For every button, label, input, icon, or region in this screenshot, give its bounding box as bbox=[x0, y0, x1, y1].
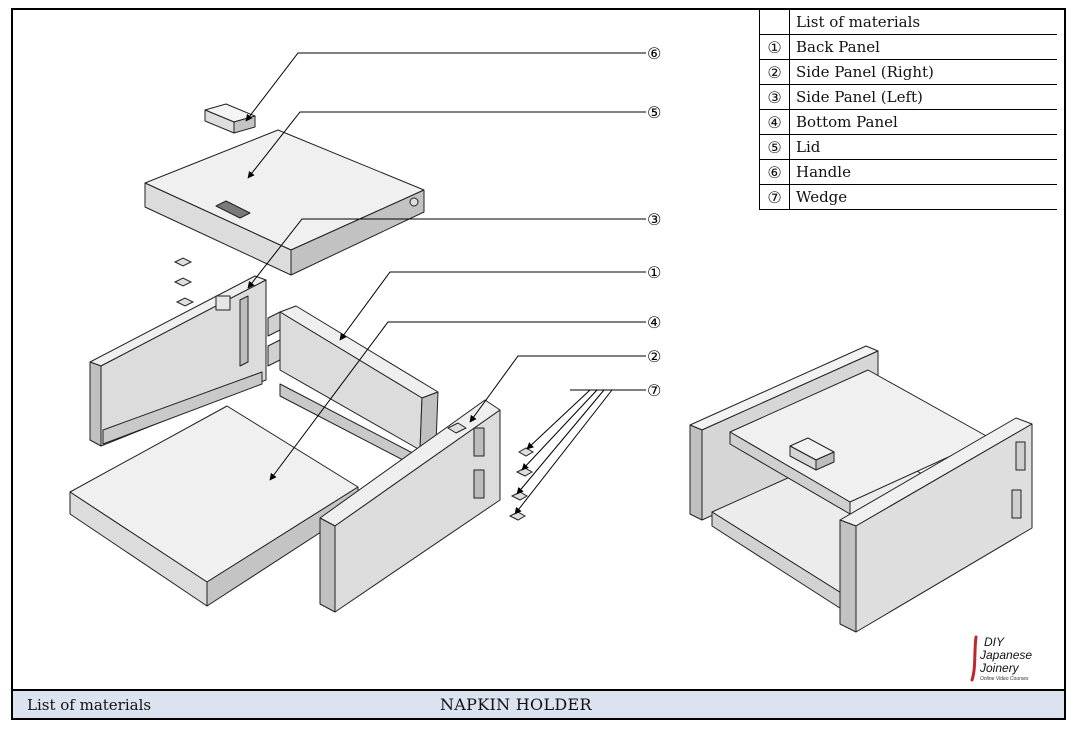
material-number: ⑦ bbox=[759, 184, 790, 210]
material-number: ② bbox=[759, 59, 790, 85]
material-name: Back Panel bbox=[789, 34, 1057, 60]
table-row: ⑤ Lid bbox=[759, 134, 1057, 160]
materials-table: List of materials ① Back Panel ② Side Pa… bbox=[759, 10, 1057, 210]
lid-part bbox=[144, 129, 425, 276]
callout-6: ⑥ bbox=[647, 44, 661, 63]
material-name: Side Panel (Right) bbox=[789, 59, 1057, 85]
title-block: List of materials NAPKIN HOLDER bbox=[13, 689, 1064, 718]
logo-line2: Japanese bbox=[979, 648, 1032, 662]
diy-japanese-joinery-logo: DIY Japanese Joinery Online Video Course… bbox=[970, 635, 1032, 682]
logo-line1: DIY bbox=[984, 635, 1005, 649]
material-number: ⑥ bbox=[759, 159, 790, 185]
table-row: ⑦ Wedge bbox=[759, 184, 1057, 210]
table-header-num bbox=[759, 10, 790, 35]
material-name: Bottom Panel bbox=[789, 109, 1057, 135]
material-name: Side Panel (Left) bbox=[789, 84, 1057, 110]
callout-2: ② bbox=[647, 347, 661, 366]
footer-label: List of materials bbox=[27, 696, 152, 714]
material-number: ⑤ bbox=[759, 134, 790, 160]
drawing-title: NAPKIN HOLDER bbox=[440, 695, 592, 714]
logo-line4: Online Video Courses bbox=[980, 676, 1029, 682]
table-row: ③ Side Panel (Left) bbox=[759, 84, 1057, 110]
wedge-parts bbox=[508, 447, 535, 521]
table-row: ⑥ Handle bbox=[759, 159, 1057, 185]
assembled-view bbox=[689, 345, 1033, 633]
back-panel-part bbox=[267, 305, 439, 475]
material-name: Handle bbox=[789, 159, 1057, 185]
material-name: Lid bbox=[789, 134, 1057, 160]
table-row: ① Back Panel bbox=[759, 34, 1057, 60]
table-header-label: List of materials bbox=[789, 10, 1057, 35]
material-number: ① bbox=[759, 34, 790, 60]
material-number: ④ bbox=[759, 109, 790, 135]
table-header-row: List of materials bbox=[759, 10, 1057, 35]
callout-3: ③ bbox=[647, 210, 661, 229]
leader-lines bbox=[245, 52, 646, 515]
material-name: Wedge bbox=[789, 184, 1057, 210]
logo-line3: Joinery bbox=[979, 661, 1020, 675]
side-panel-right-part bbox=[319, 399, 501, 613]
callout-7: ⑦ bbox=[647, 381, 661, 400]
table-row: ④ Bottom Panel bbox=[759, 109, 1057, 135]
material-number: ③ bbox=[759, 84, 790, 110]
callout-1: ① bbox=[647, 263, 661, 282]
table-row: ② Side Panel (Right) bbox=[759, 59, 1057, 85]
bottom-panel-part bbox=[69, 405, 359, 607]
callout-5: ⑤ bbox=[647, 103, 661, 122]
side-panel-left-part bbox=[89, 275, 267, 447]
peg-parts bbox=[173, 257, 195, 307]
callout-4: ④ bbox=[647, 313, 661, 332]
